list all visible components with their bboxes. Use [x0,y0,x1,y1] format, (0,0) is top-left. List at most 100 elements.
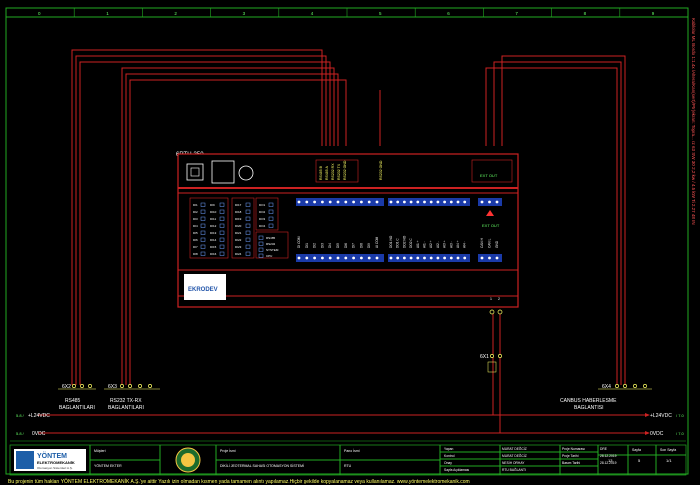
led-indicator [268,216,274,221]
terminal-screw [495,256,499,260]
connector-label-2: BAGLANTISI [574,405,603,411]
connector-6x4[interactable]: 6X4 CANBUS HABERLESME BAGLANTISI [560,384,652,411]
svg-text:Proje İsmi: Proje İsmi [220,448,236,453]
terminal-label: AI3 - [449,241,453,248]
tb-row-value: RTU BAĞLANTI [502,467,526,472]
terminal-screw [488,256,491,260]
led-indicator [219,251,225,256]
terminal-screw [367,256,371,260]
connector-label: RS485 [65,398,81,404]
connector-6x3[interactable]: 6X3 RS232 TX-RX BAGLANTILARI [104,384,160,411]
ruler-label: 8 [584,11,587,16]
signal-label: RS232 GND [343,160,347,180]
terminal-label: DO2 C [409,238,413,248]
led-indicator [245,202,251,207]
svg-text:YÖNTEM EKTER: YÖNTEM EKTER [94,464,122,468]
connector-6x2[interactable]: 6X2 RS485 BAGLANTILARI [58,384,96,411]
terminal-screw [297,200,301,204]
svg-text:RTU: RTU [344,464,352,468]
terminal-screw [360,256,363,260]
usb-port-icon [186,163,204,181]
led-indicator [200,237,206,242]
tb-rev-label: Basım Tarihi [562,461,580,465]
status-label: RS232 [266,242,276,246]
terminal-screw [416,256,420,260]
led-label: DI13 [210,231,217,235]
rail-plus-label: +L24VDC [650,413,672,419]
terminal-label: CAN H [480,237,484,248]
led-indicator [245,237,251,242]
led-label: DO3 [259,217,266,221]
led-indicator [200,251,206,256]
terminal-label: DI4 [328,243,332,248]
tb-row-value: MURAT DEĞCİZ [502,446,527,451]
signal-label: RS232 GND [379,160,383,180]
terminal-screw [305,200,309,204]
led-label: DI21 [235,231,242,235]
terminal-screw [436,256,440,260]
terminal-screw [375,256,379,260]
terminal-label: DO1 NO [389,235,393,248]
terminal-screw [328,256,332,260]
led-label: DI18 [235,210,242,214]
signal-label: RS232 TX [337,163,341,180]
svg-text:5.8 /: 5.8 / [16,413,25,418]
led-indicator [245,230,251,235]
tb-rev-value: DRE [600,447,608,451]
led-label: DI2 [193,210,198,214]
terminal-screw [429,200,433,204]
led-label: DI11 [210,217,216,221]
terminal-screw [429,256,433,260]
led-label: DI4 [193,224,198,228]
signal-label: RS485 A [325,166,329,180]
svg-text:/ 7.0: / 7.0 [676,413,685,418]
connector-ref: 6X1 [480,354,489,360]
led-indicator [219,223,225,228]
tb-row-label: Sayfa Açıklaması [444,468,469,472]
led-label: DO4 [259,224,266,228]
terminal-label: DI2 [313,243,317,248]
wiring [38,49,645,434]
led-label: DI10 [210,210,217,214]
connector-6x1[interactable]: 6X1 [480,354,502,373]
ruler-label: 9 [652,11,655,16]
svg-text:13: 13 [608,458,613,463]
tb-rev-value: 28.12.2019 [600,454,617,458]
terminal-label: AI4 + [456,240,460,248]
footer-copyright: Bu projenin tüm hakları YÖNTEM ELEKTROME… [8,478,470,485]
led-label: DI24 [235,252,242,256]
led-indicator [268,202,274,207]
svg-text:Müşteri: Müşteri [94,449,106,453]
svg-text:5: 5 [638,458,641,463]
terminal-screw [443,256,446,260]
ekrodev-logo [184,274,226,300]
terminal-screw [305,256,309,260]
pin-label: 1 [490,297,492,301]
terminal-label: DO1 C [396,238,400,248]
led-label: DI17 [235,203,242,207]
terminal-screw [443,200,446,204]
rail-minus-label: 0VDC [32,431,46,437]
connector-label: CANBUS HABERLESME [560,398,617,404]
terminal-screw [360,200,363,204]
ruler-label: 4 [311,11,314,16]
terminal-screw [456,256,460,260]
terminal-screw [352,200,355,204]
terminal-label: DI8 [359,243,363,248]
ruler-label: 1 [106,11,109,16]
svg-text:Pano İsmi: Pano İsmi [344,448,360,453]
terminal-screw [423,200,426,204]
led-indicator [245,216,251,221]
company-name: YÖNTEM [37,451,67,460]
led-label: DI12 [210,224,217,228]
connector-ref: 6X2 [62,384,71,390]
terminal-screw [456,200,460,204]
led-indicator [219,237,225,242]
terminal-screw [328,200,332,204]
terminal-label: DI7 [352,243,356,248]
